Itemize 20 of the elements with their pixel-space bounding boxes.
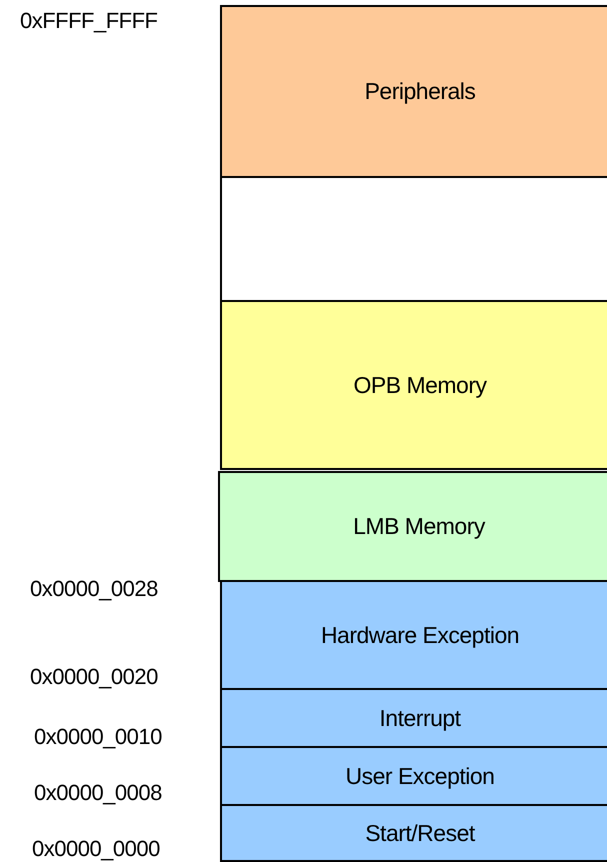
region-label: User Exception [346, 762, 494, 790]
memory-region [218, 471, 607, 582]
region-label: Hardware Exception [320, 622, 520, 648]
address-label: 0x0000_0008 [34, 780, 162, 806]
memory-region [220, 746, 607, 806]
memory-region [220, 580, 607, 690]
address-label: 0x0000_0010 [34, 724, 162, 750]
address-label: 0xFFFF_FFFF [20, 8, 158, 34]
memory-region [220, 688, 607, 748]
memory-region [220, 804, 607, 862]
region-label: OPB Memory [353, 372, 487, 398]
address-label: 0x0000_0028 [30, 576, 158, 602]
address-label: 0x0000_0020 [30, 664, 158, 690]
region-label: LMB Memory [353, 513, 485, 540]
region-label: Peripherals [364, 78, 476, 105]
memory-region [220, 5, 607, 178]
memory-region [220, 300, 607, 470]
region-label: Interrupt [379, 704, 461, 732]
address-label: 0x0000_0000 [32, 836, 160, 862]
region-label: Start/Reset [365, 820, 475, 846]
